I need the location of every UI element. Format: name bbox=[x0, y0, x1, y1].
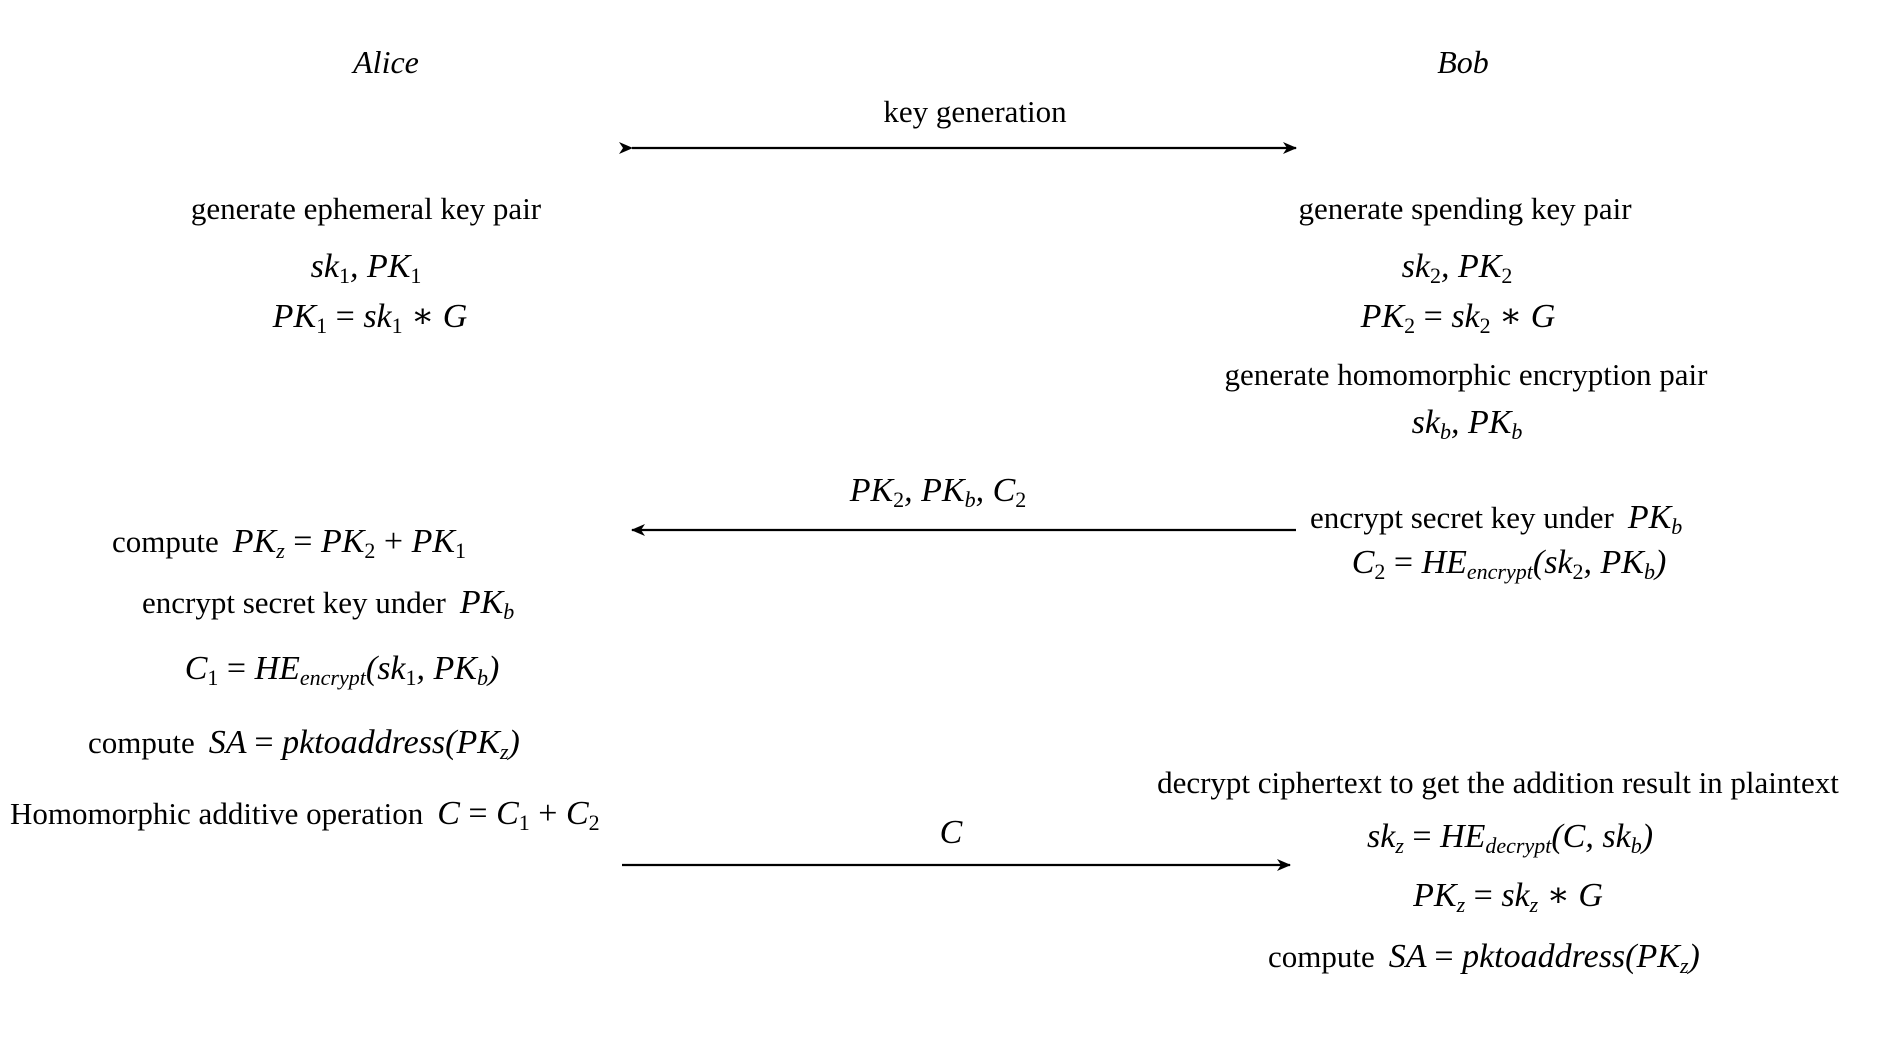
alice-sa-eq: SA = pktoaddress(PKz) bbox=[208, 724, 520, 764]
alice-pkz-eq: PKz = PK2 + PK1 bbox=[232, 523, 467, 563]
alice-keypair: sk1, PK1 bbox=[310, 248, 422, 288]
bob-decrypt-sub: decrypt bbox=[1485, 833, 1552, 858]
bob-gen-he-pair: generate homomorphic encryption pair bbox=[1224, 357, 1708, 392]
bob-c2-eq: C2 = HEencrypt(sk2, PKb) bbox=[1351, 544, 1667, 584]
keygen-label: key generation bbox=[883, 94, 1067, 129]
bob-sa-eq: SA = pktoaddress(PKz) bbox=[1388, 938, 1700, 978]
alice-encrypt-row: encrypt secret key under PKb bbox=[142, 586, 514, 623]
alice-compute-word-2: compute bbox=[88, 725, 195, 760]
bob-header: Bob bbox=[1437, 44, 1489, 80]
alice-gen-ephemeral: generate ephemeral key pair bbox=[190, 191, 542, 226]
alice-encrypt-sub: encrypt bbox=[299, 665, 366, 690]
bob-to-alice-label: PK2, PKb, C2 bbox=[849, 472, 1027, 512]
bob-compute-sa-row: compute SA = pktoaddress(PKz) bbox=[1268, 940, 1700, 977]
alice-compute-sa-row: compute SA = pktoaddress(PKz) bbox=[88, 726, 520, 763]
bob-he-keypair: skb, PKb bbox=[1411, 404, 1523, 444]
bob-keypair: sk2, PK2 bbox=[1401, 248, 1513, 288]
alice-c1-eq: C1 = HEencrypt(sk1, PKb) bbox=[184, 650, 500, 690]
bob-pk2-eq: PK2 = sk2 ∗ G bbox=[1360, 298, 1556, 338]
bob-compute-word: compute bbox=[1268, 939, 1375, 974]
alice-c-eq: C = C1 + C2 bbox=[437, 795, 600, 835]
alice-to-bob-label: C bbox=[939, 814, 963, 851]
alice-header: Alice bbox=[353, 44, 419, 80]
alice-homomorphic-row: Homomorphic additive operation C = C1 + C… bbox=[10, 797, 600, 834]
bob-encrypt-sub: encrypt bbox=[1466, 559, 1533, 584]
bob-pkb: PKb bbox=[1627, 499, 1683, 539]
alice-encrypt-label: encrypt secret key under bbox=[142, 585, 446, 620]
bob-encrypt-label: encrypt secret key under bbox=[1310, 500, 1614, 535]
alice-compute-word-1: compute bbox=[112, 524, 219, 559]
bob-pktoaddress: pktoaddress bbox=[1462, 938, 1626, 975]
bob-skz-eq: skz = HEdecrypt(C, skb) bbox=[1366, 818, 1654, 858]
alice-pkb: PKb bbox=[459, 584, 515, 624]
alice-homomorphic-label: Homomorphic additive operation bbox=[10, 796, 424, 831]
bob-gen-spending: generate spending key pair bbox=[1298, 191, 1632, 226]
bob-encrypt-row: encrypt secret key under PKb bbox=[1310, 501, 1682, 538]
bob-pkz-eq: PKz = skz ∗ G bbox=[1413, 877, 1603, 917]
alice-pktoaddress: pktoaddress bbox=[282, 724, 446, 761]
bob-decrypt-label: decrypt ciphertext to get the addition r… bbox=[1157, 765, 1839, 800]
alice-compute-pkz-row: compute PKz = PK2 + PK1 bbox=[112, 525, 466, 562]
alice-pk1-eq: PK1 = sk1 ∗ G bbox=[272, 298, 468, 338]
